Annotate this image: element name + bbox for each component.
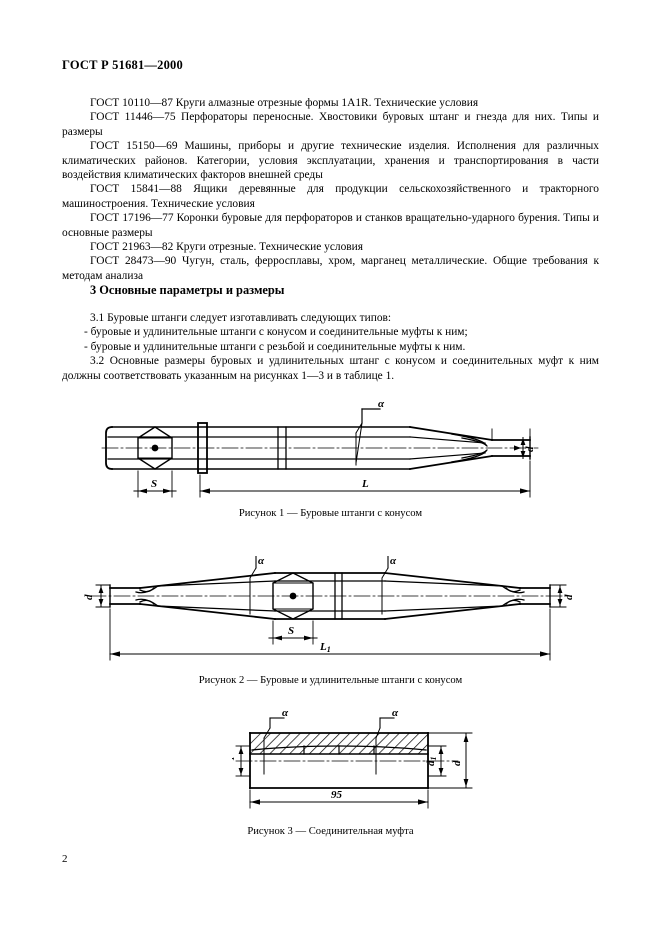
figure-3-d1-right-label: d1 [425, 757, 438, 767]
page-number: 2 [62, 853, 68, 865]
figure-3-d1-left-label: d1 [232, 757, 236, 767]
figure-3-svg: α α d1 d1 d 95 [232, 707, 473, 809]
figure-2-svg: α α S L1 d d [83, 556, 575, 661]
figure-1-caption: Рисунок 1 — Буровые штанги с конусом [238, 508, 423, 519]
reference-standards-list: ГОСТ 10110—87 Круги алмазные отрезные фо… [62, 96, 599, 283]
section-heading: 3 Основные параметры и размеры [90, 283, 285, 297]
figure-1-s-label: S [151, 478, 157, 490]
figure-1-drawing: α S L d [100, 393, 540, 505]
list-item: ГОСТ 15150—69 Машины, приборы и другие т… [62, 140, 599, 182]
list-item: ГОСТ 15841—88 Ящики деревянные для проду… [62, 183, 599, 210]
figure-2-drawing: α α S L1 d d [70, 556, 590, 666]
figure-3-drawing: α α d1 d1 d 95 [232, 702, 502, 812]
figure-2-l1-label: L1 [319, 641, 331, 654]
figure-3-alpha-left-label: α [282, 707, 289, 719]
figure-3-length-label: 95 [331, 789, 343, 801]
list-item: ГОСТ 21963—82 Круги отрезные. Технически… [90, 241, 363, 254]
figure-3-caption: Рисунок 3 — Соединительная муфта [247, 826, 414, 837]
page-title: ГОСТ Р 51681—2000 [62, 58, 183, 72]
bullet-cone-type: - буровые и удлинительные штанги с конус… [84, 326, 468, 339]
figure-1-svg: α S L d [101, 398, 539, 498]
bullet-thread-type: - буровые и удлинительные штанги с резьб… [84, 340, 466, 353]
figure-2-d-left-label: d [83, 594, 95, 600]
paragraph-3-2: 3.2 Основные размеры буровых и удлинител… [62, 355, 599, 382]
section-body: 3.1 Буровые штанги следует изготавливать… [62, 311, 599, 383]
figure-1-l-label: L [361, 478, 369, 490]
figure-3-alpha-right-label: α [392, 707, 399, 719]
figure-1-alpha-label: α [378, 398, 385, 410]
figure-2-s-label: S [288, 625, 294, 637]
figure-2-d-right-label: d [563, 594, 575, 600]
section-hatching [250, 733, 428, 754]
figure-2-alpha-right-label: α [390, 556, 397, 567]
figure-3-d-right-label: d [451, 760, 463, 766]
figure-2-caption: Рисунок 2 — Буровые и удлинительные штан… [198, 675, 463, 686]
list-item: ГОСТ 28473—90 Чугун, сталь, ферросплавы,… [62, 255, 599, 282]
figure-1-d-label: d [524, 446, 536, 452]
paragraph-3-1: 3.1 Буровые штанги следует изготавливать… [90, 312, 392, 324]
list-item: ГОСТ 11446—75 Перфораторы переносные. Хв… [62, 111, 599, 138]
list-item: ГОСТ 10110—87 Круги алмазные отрезные фо… [90, 97, 479, 109]
figure-2-alpha-left-label: α [258, 556, 265, 567]
list-item: ГОСТ 17196—77 Коронки буровые для перфор… [62, 212, 599, 239]
